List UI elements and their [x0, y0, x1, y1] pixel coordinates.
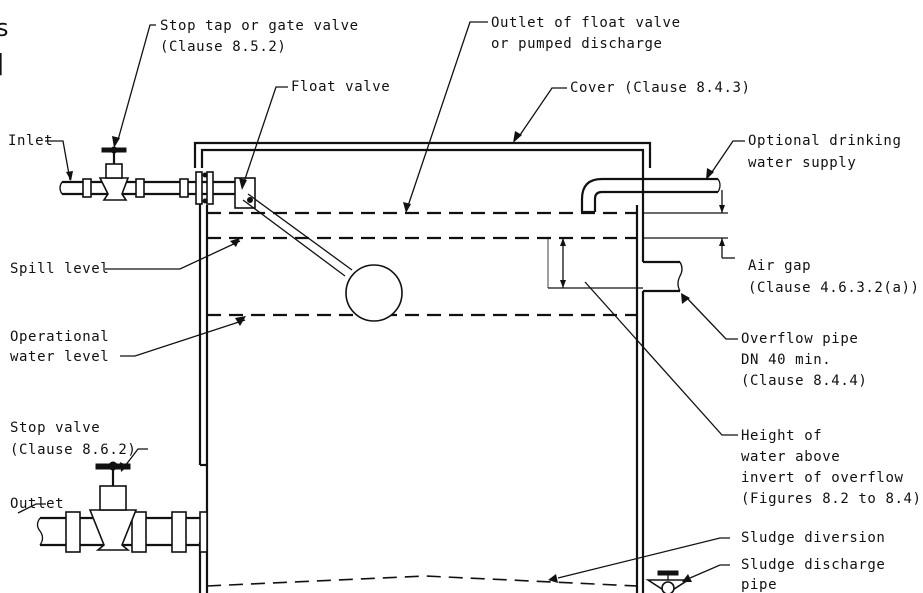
label-spill-level: Spill level: [10, 261, 109, 277]
label-stop-valve-line1: Stop valve: [10, 420, 100, 436]
label-operational-line1: Operational: [10, 329, 109, 345]
label-stop-tap-line2: (Clause 8.5.2): [160, 39, 286, 55]
height-dimension: [547, 238, 643, 289]
gate-valve: [98, 146, 130, 201]
label-height-line3: invert of overflow: [741, 470, 904, 486]
label-sludge-diversion: Sludge diversion: [741, 530, 885, 546]
label-float-valve: Float valve: [291, 79, 390, 95]
label-overflow-line3: (Clause 8.4.4): [741, 373, 867, 389]
label-inlet: Inlet: [8, 133, 53, 149]
overflow-pipe: [643, 260, 683, 293]
sludge-floor-line: [206, 575, 638, 587]
edge-glyph-bar: |: [0, 51, 4, 76]
label-air-gap-line2: (Clause 4.6.3.2(a)): [748, 280, 920, 296]
label-cover: Cover (Clause 8.4.3): [570, 80, 751, 96]
edge-glyph-s: s: [0, 14, 9, 42]
label-height-line2: water above: [741, 449, 840, 465]
outlet-pipe: [36, 511, 208, 553]
label-outlet-float-line2: or pumped discharge: [491, 36, 663, 52]
label-operational-line2: water level: [10, 349, 109, 365]
label-sludge-discharge-line2: pipe: [741, 577, 777, 593]
label-height-line4: (Figures 8.2 to 8.4): [741, 491, 922, 507]
label-overflow-line1: Overflow pipe: [741, 331, 858, 347]
leader-lines: [17, 21, 745, 583]
sludge-valve: [645, 570, 691, 593]
label-overflow-line2: DN 40 min.: [741, 352, 831, 368]
label-outlet-float-line1: Outlet of float valve: [491, 15, 681, 31]
label-air-gap-line1: Air gap: [748, 258, 811, 274]
label-optional-line1: Optional drinking: [748, 133, 902, 149]
label-height-line1: Height of: [741, 428, 822, 444]
inlet-pipe: [59, 171, 240, 205]
label-outlet: Outlet: [10, 496, 64, 512]
label-optional-line2: water supply: [748, 155, 856, 171]
stop-valve: [88, 461, 138, 551]
float-valve: [234, 177, 403, 322]
label-sludge-discharge-line1: Sludge discharge: [741, 557, 885, 573]
air-gap-dimension: [643, 190, 735, 259]
label-stop-tap-line1: Stop tap or gate valve: [160, 18, 359, 34]
optional-supply-pipe: [580, 177, 721, 214]
label-stop-valve-line2: (Clause 8.6.2): [10, 442, 136, 458]
